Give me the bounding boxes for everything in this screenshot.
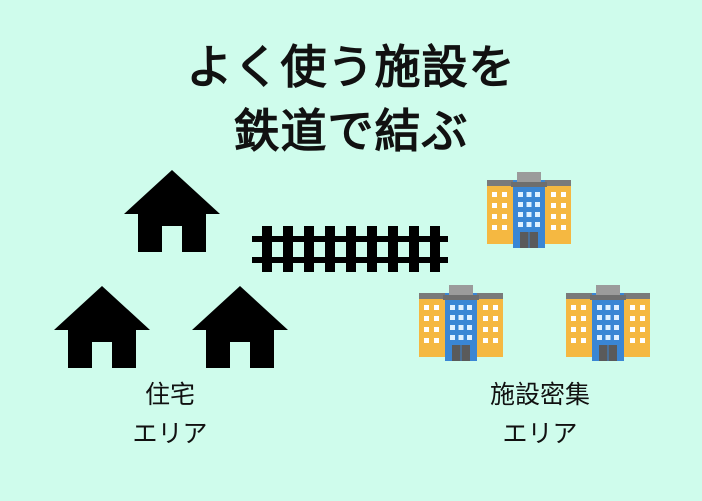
title-line-1: よく使う施設を xyxy=(186,40,516,94)
facility-label-line-2: エリア xyxy=(502,418,578,448)
office-building-icon xyxy=(566,285,650,361)
facility-area-label: 施設密集 エリア xyxy=(455,376,625,454)
office-building-icon xyxy=(487,172,571,248)
office-building-icon xyxy=(419,285,503,361)
facility-label-line-1: 施設密集 xyxy=(489,380,590,409)
residential-area-label: 住宅 エリア xyxy=(95,376,245,454)
title-line-2: 鉄道で結ぶ xyxy=(233,104,469,158)
residential-label-line-1: 住宅 xyxy=(144,380,195,409)
house-icon xyxy=(124,170,220,252)
house-icon xyxy=(192,286,288,368)
house-icon xyxy=(54,286,150,368)
railway-track-icon xyxy=(252,226,448,272)
residential-label-line-2: エリア xyxy=(132,418,208,448)
